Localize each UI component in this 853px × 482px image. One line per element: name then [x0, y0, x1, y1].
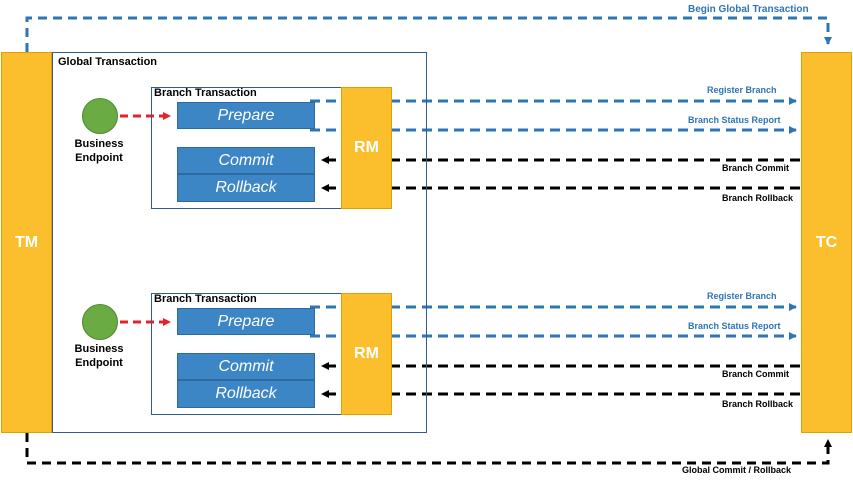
commit-box: Commit: [177, 353, 315, 380]
business-endpoint-label: Business Endpoint: [74, 343, 124, 369]
rm-label: RM: [354, 345, 379, 362]
register-branch-label: Register Branch: [707, 85, 777, 95]
tc-label: TC: [815, 233, 838, 251]
global-transaction-frame: [52, 52, 427, 433]
rollback-box: Rollback: [177, 380, 315, 408]
branch-status-label: Branch Status Report: [688, 115, 781, 125]
branch-commit-label: Branch Commit: [722, 369, 790, 379]
branch-transaction-title: Branch Transaction: [154, 293, 257, 305]
prepare-box: Prepare: [177, 308, 315, 335]
branch-commit-label: Branch Commit: [722, 163, 790, 173]
business-endpoint-label: Business Endpoint: [74, 138, 124, 164]
register-branch-label: Register Branch: [707, 291, 777, 301]
tc-bar: TC: [801, 52, 852, 433]
global-commit-label: Global Commit / Rollback: [682, 465, 792, 475]
rollback-box: Rollback: [177, 174, 315, 202]
global-commit-arrow: [25, 433, 832, 465]
branch-rollback-label: Branch Rollback: [722, 399, 794, 409]
begin-global-arrow: [25, 16, 832, 52]
rm-label: RM: [354, 139, 379, 156]
branch-rollback-label: Branch Rollback: [722, 193, 794, 203]
global-transaction-title: Global Transaction: [58, 56, 158, 68]
branch-transaction-title: Branch Transaction: [154, 87, 257, 99]
rm-bar: RM: [341, 293, 392, 415]
tm-bar: TM: [1, 52, 52, 433]
branch-status-label: Branch Status Report: [688, 321, 781, 331]
tm-label: TM: [14, 233, 39, 251]
business-endpoint-circle: [82, 98, 118, 134]
commit-box: Commit: [177, 147, 315, 174]
business-endpoint-circle: [82, 304, 118, 340]
prepare-box: Prepare: [177, 102, 315, 129]
begin-global-label: Begin Global Transaction: [688, 4, 809, 15]
rm-bar: RM: [341, 87, 392, 209]
